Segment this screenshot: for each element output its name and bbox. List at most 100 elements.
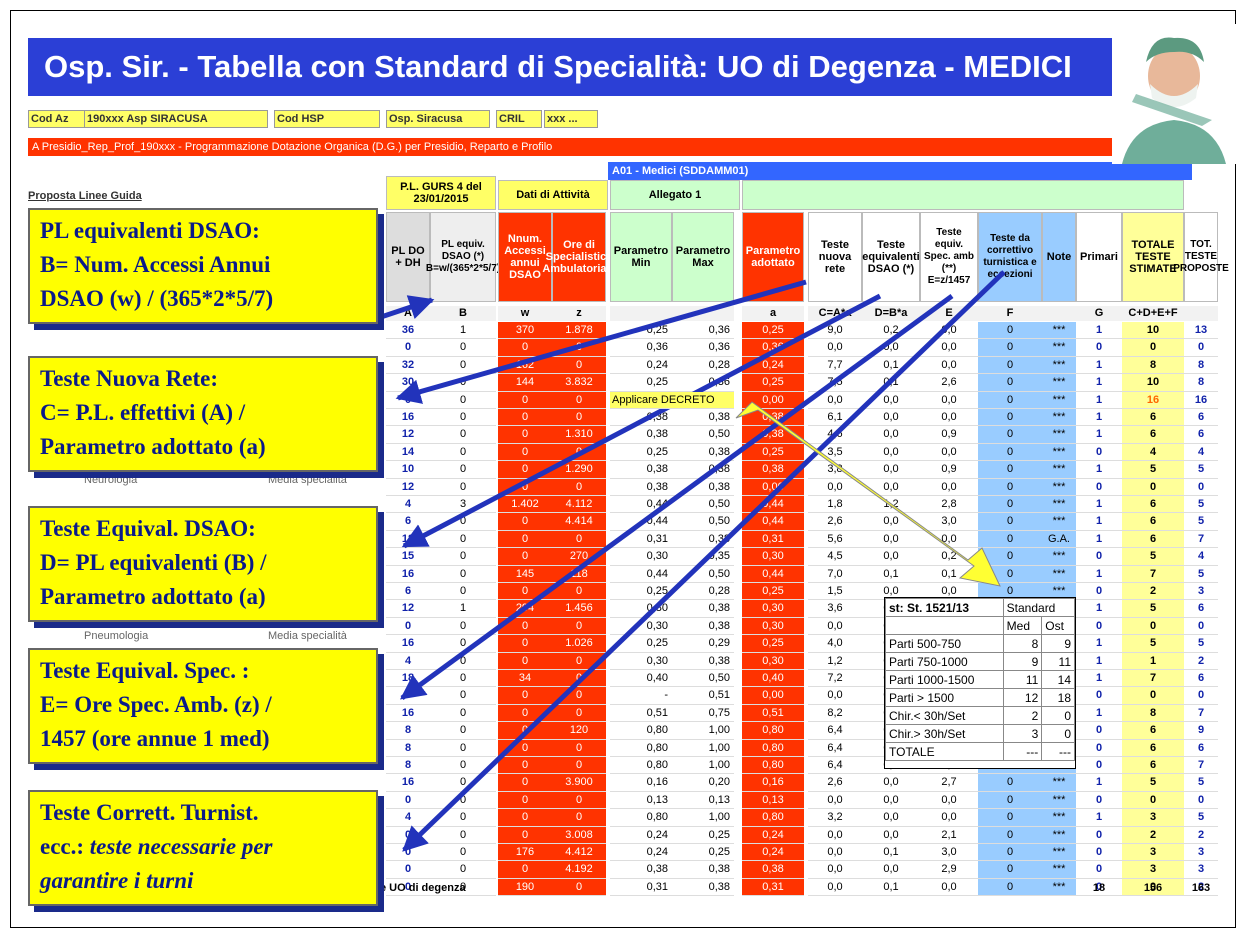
table-cell: *** <box>1042 513 1076 531</box>
cod-hsp-label: Cod HSP <box>274 110 380 128</box>
callout-teste-equival-dsao: Teste Equival. DSAO:D= PL equivalenti (B… <box>28 506 378 622</box>
table-cell: 0 <box>1076 583 1122 601</box>
table-cell: 4 <box>1184 548 1218 566</box>
table-cell: 0 <box>978 426 1042 444</box>
table-cell: 0 <box>498 617 552 636</box>
table-cell: 0 <box>498 478 552 496</box>
table-cell: 0,16 <box>610 774 672 792</box>
table-cell: 0,44 <box>742 513 804 531</box>
cod-hsp-value: Osp. Siracusa <box>386 110 490 128</box>
table-cell: 1,00 <box>672 722 734 740</box>
table-cell: 0 <box>498 461 552 479</box>
table-cell: 5 <box>1184 513 1218 531</box>
table-cell: 6 <box>1122 739 1184 757</box>
table-cell: 0 <box>430 704 496 723</box>
table-cell: 118 <box>552 565 606 583</box>
table-cell: 0 <box>498 791 552 810</box>
hdr-totale: TOTALE TESTE STIMATE <box>1122 212 1184 302</box>
table-cell: 0 <box>386 861 430 879</box>
table-cell: 0,38 <box>672 461 734 479</box>
table-cell: 7,7 <box>808 356 862 375</box>
table-cell: 0 <box>386 339 430 357</box>
table-cell: 0 <box>978 809 1042 827</box>
table-cell: 34 <box>498 670 552 688</box>
table-cell: 4 <box>386 496 430 514</box>
table-cell: 0,0 <box>808 791 862 810</box>
table-cell: 1.402 <box>498 496 552 514</box>
table-cell: 0,38 <box>672 409 734 427</box>
table-cell: 5 <box>1184 774 1218 792</box>
table-cell: 0,0 <box>862 826 920 844</box>
table-cell: 0,25 <box>610 322 672 340</box>
table-cell: 7,2 <box>808 670 862 688</box>
table-cell: 0 <box>498 443 552 462</box>
table-cell: 0 <box>978 826 1042 844</box>
table-cell: 0,38 <box>610 409 672 427</box>
table-cell: 0,0 <box>920 339 978 357</box>
table-cell: 2,9 <box>920 861 978 879</box>
table-cell: 3,5 <box>808 443 862 462</box>
table-cell: 0 <box>498 739 552 757</box>
table-cell: 2 <box>1122 826 1184 844</box>
table-cell: 0 <box>1076 339 1122 357</box>
table-cell: 0 <box>552 356 606 375</box>
table-cell: 1.456 <box>552 600 606 618</box>
table-cell: 4,0 <box>808 635 862 653</box>
table-cell: 0,80 <box>610 757 672 775</box>
table-cell: 0,16 <box>742 774 804 792</box>
table-cell: 1 <box>1076 391 1122 409</box>
table-cell: 0 <box>1184 791 1218 810</box>
table-cell: 1 <box>1122 652 1184 670</box>
table-cell: 0 <box>978 409 1042 427</box>
pl-gurs-header: P.L. GURS 4 del 23/01/2015 <box>386 176 496 210</box>
table-cell: 0 <box>1122 339 1184 357</box>
table-cell: 162 <box>498 356 552 375</box>
hdr-par-adot: Parametro adottato <box>742 212 804 302</box>
table-cell: 0,0 <box>808 617 862 636</box>
table-cell: 6,4 <box>808 722 862 740</box>
table-cell: 0 <box>430 617 496 636</box>
table-cell: 2 <box>1184 826 1218 844</box>
table-cell: 0,36 <box>672 339 734 357</box>
table-cell: 0,25 <box>742 374 804 392</box>
table-cell: 0,1 <box>862 356 920 375</box>
table-cell: 0 <box>1184 687 1218 705</box>
table-cell: 0,80 <box>610 809 672 827</box>
hdr-teste-equiv: Teste equivalenti DSAO (*) <box>862 212 920 302</box>
table-cell: 0,25 <box>742 635 804 653</box>
table-cell: 0,0 <box>862 513 920 531</box>
table-cell: *** <box>1042 322 1076 340</box>
table-cell: 0,0 <box>920 409 978 427</box>
table-cell: 0 <box>498 809 552 827</box>
table-cell: 4.112 <box>552 496 606 514</box>
table-cell: 0,0 <box>862 530 920 549</box>
table-cell: 0,36 <box>742 339 804 357</box>
table-cell: 7 <box>1122 565 1184 583</box>
table-cell: 2,6 <box>808 774 862 792</box>
table-cell: 0 <box>430 409 496 427</box>
table-cell: 0,24 <box>610 844 672 862</box>
table-cell: 0 <box>978 322 1042 340</box>
table-cell: 0,40 <box>610 670 672 688</box>
table-cell: 0,0 <box>808 687 862 705</box>
table-cell: 3,2 <box>808 809 862 827</box>
table-cell: 0,1 <box>862 374 920 392</box>
table-cell: 1,00 <box>672 809 734 827</box>
table-cell: 6 <box>1184 409 1218 427</box>
table-cell: 0 <box>430 739 496 757</box>
table-cell: 6,4 <box>808 739 862 757</box>
table-cell: 9 <box>1184 722 1218 740</box>
table-cell: 0 <box>552 443 606 462</box>
hdr-par-max: Parametro Max <box>672 212 734 302</box>
table-cell: - <box>610 687 672 705</box>
table-cell: 0,25 <box>672 826 734 844</box>
table-cell: 1 <box>1076 704 1122 723</box>
table-cell: 0 <box>552 652 606 670</box>
table-cell: 1.026 <box>552 635 606 653</box>
table-cell: 4.414 <box>552 513 606 531</box>
left-frag-18: Pneumologia <box>84 630 149 642</box>
table-cell: 2 <box>1122 583 1184 601</box>
table-cell: 5 <box>1122 461 1184 479</box>
table-cell: 0 <box>1076 739 1122 757</box>
